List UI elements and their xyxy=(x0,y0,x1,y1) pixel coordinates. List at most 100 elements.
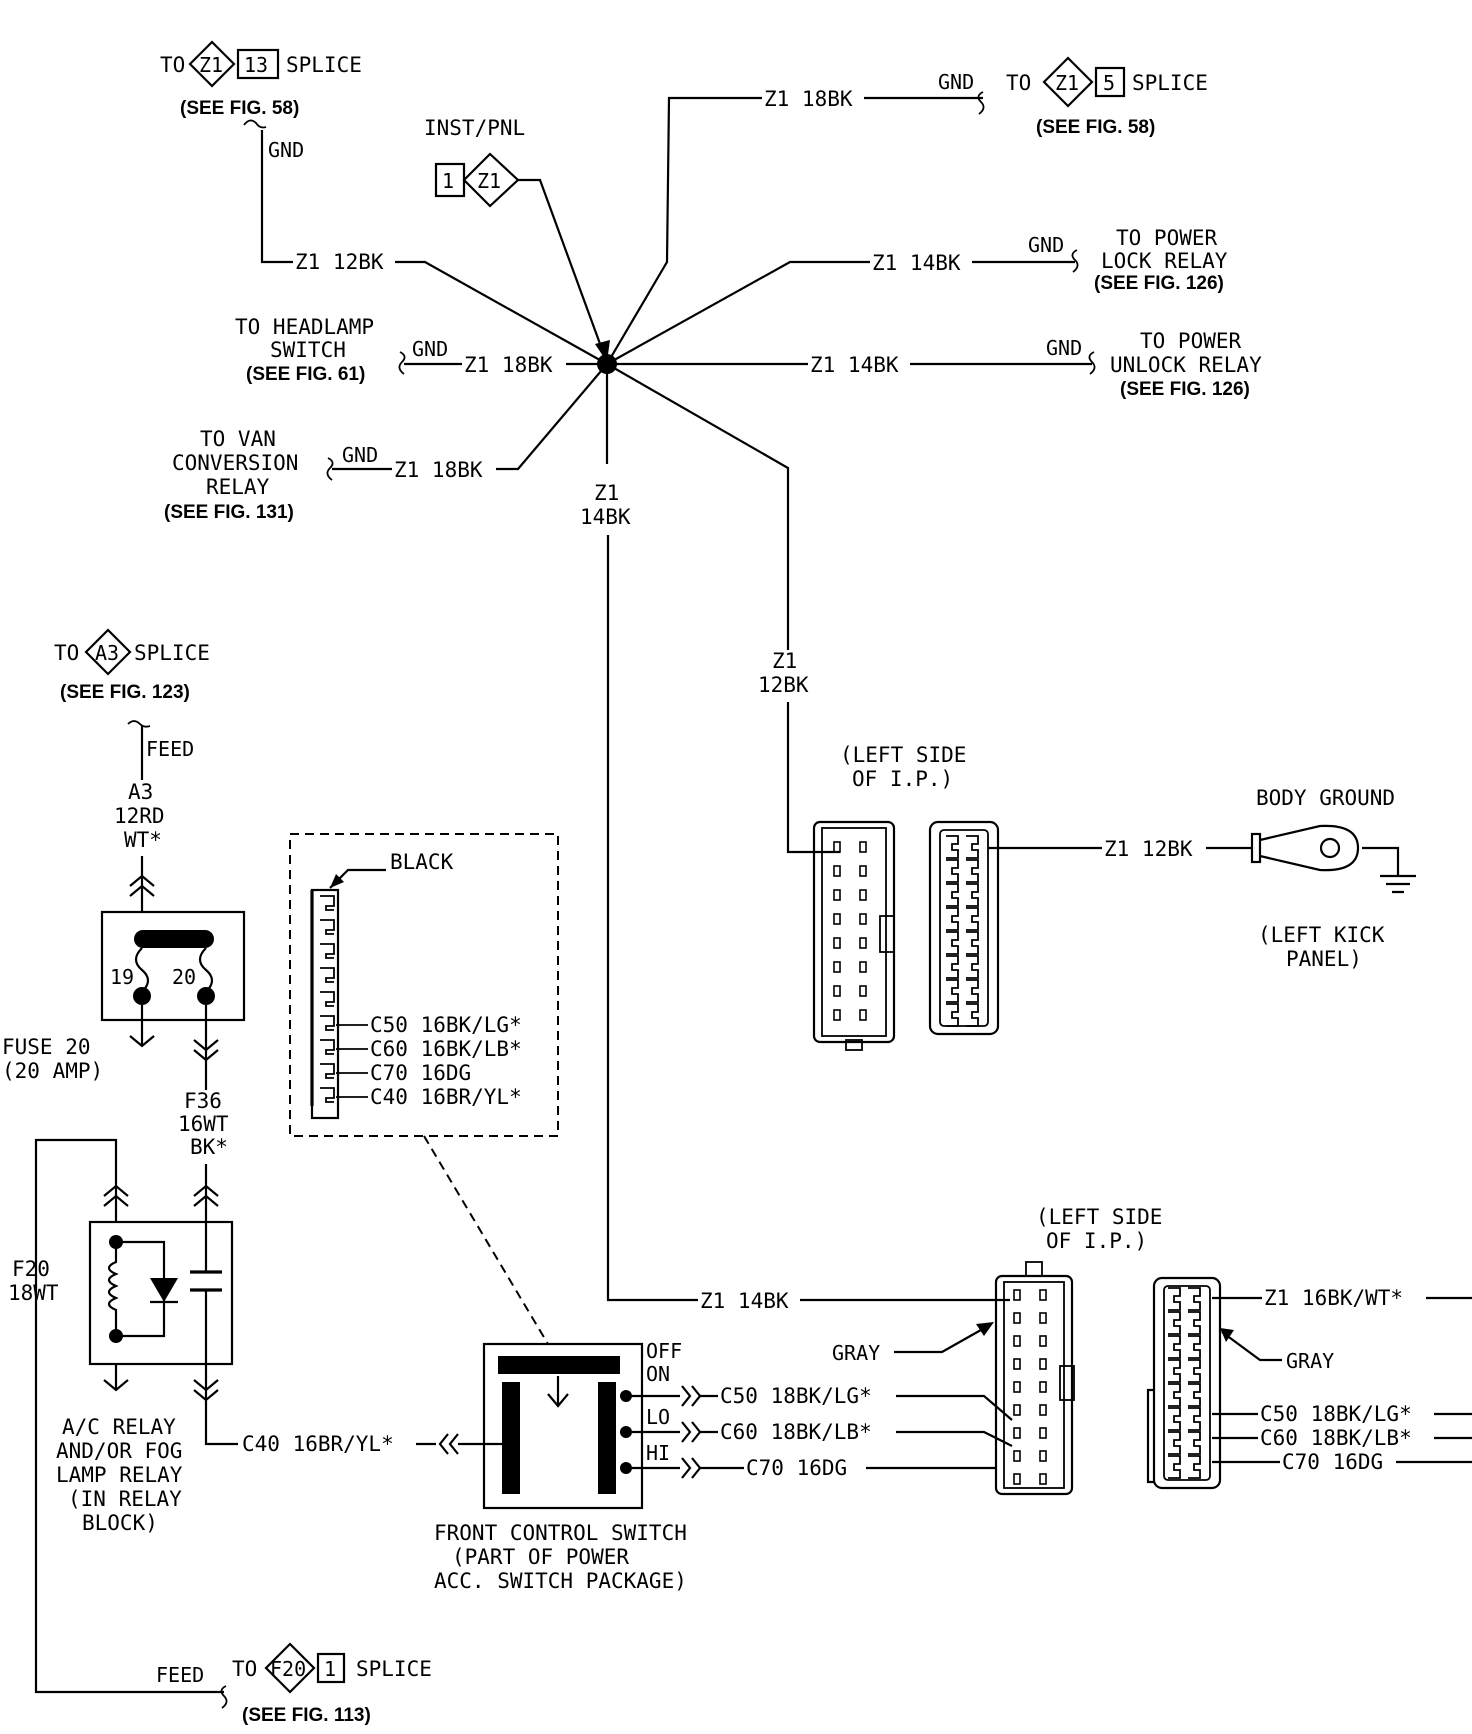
top-right-to: TO xyxy=(1006,71,1031,95)
body-ground-line2: PANEL) xyxy=(1286,947,1362,971)
connector-pin xyxy=(1039,1450,1047,1462)
top-right-splice-label: SPLICE xyxy=(1132,71,1208,95)
upper-connector-right-inner xyxy=(939,829,989,1027)
a3-to: TO xyxy=(54,641,79,665)
top-left-splice-wire-line xyxy=(260,130,293,264)
switch-right-bar-icon xyxy=(598,1382,616,1494)
switch-wiper-arrow-icon xyxy=(547,1376,569,1408)
upper-connector-right-pins xyxy=(946,835,979,1027)
switch-wire-c70: C70 16DG xyxy=(746,1456,847,1480)
inst-panel-circuit: Z1 xyxy=(477,169,501,193)
connector-pin xyxy=(859,985,867,997)
lower-z1-right-wire: Z1 16BK/WT* xyxy=(1264,1286,1403,1310)
connector-terminal xyxy=(1188,1455,1201,1479)
switch-wire-c60: C60 18BK/LB* xyxy=(720,1420,872,1444)
lower-connector-gray-left: GRAY xyxy=(832,1341,880,1365)
lower-connector-left-tab xyxy=(1025,1261,1043,1277)
a3-w2: 12RD xyxy=(114,804,165,828)
f36-line2: 16WT xyxy=(178,1112,229,1136)
connector-terminal xyxy=(1188,1383,1201,1407)
f20-splice-circuit: F20 xyxy=(270,1657,306,1681)
relay-out-chevron-icon xyxy=(103,1379,129,1392)
lower-connector-line1: (LEFT SIDE xyxy=(1036,1205,1162,1229)
power-unlock-wire: Z1 14BK xyxy=(810,353,899,377)
f20-splice-num-box xyxy=(316,1652,346,1684)
inset-pin-label: C70 16DG xyxy=(370,1061,471,1085)
switch-hi-contact-icon xyxy=(620,1462,632,1474)
inset-cell xyxy=(320,1087,335,1103)
power-lock-ref: (SEE FIG. 126) xyxy=(1094,273,1224,294)
top-right-wire-line xyxy=(606,96,762,365)
connector-terminal xyxy=(946,1003,959,1027)
body-ground-wire: Z1 12BK xyxy=(1104,837,1193,861)
power-unlock-line1: TO POWER xyxy=(1140,329,1242,353)
top-left-splice-gnd: GND xyxy=(268,138,304,162)
switch-on-label: ON xyxy=(646,1362,670,1386)
switch-line3: ACC. SWITCH PACKAGE) xyxy=(434,1569,687,1593)
right-down-wire-line2: 12BK xyxy=(758,673,809,697)
connector-pin xyxy=(833,841,841,853)
connector-pin xyxy=(833,1009,841,1021)
connector-inset: BLACK C50 16BK/LG*C60 16BK/LB*C70 16DGC4… xyxy=(289,833,559,1345)
inset-cell xyxy=(320,895,335,911)
inset-cell xyxy=(320,1063,335,1079)
switch-line2: (PART OF POWER xyxy=(452,1545,629,1569)
a3-w1: A3 xyxy=(128,780,153,804)
connector-terminal xyxy=(1168,1383,1181,1407)
body-ground-label: BODY GROUND xyxy=(1256,786,1395,810)
relay-capacitor-icon xyxy=(190,1270,222,1292)
upper-connector-left-pins xyxy=(833,841,867,1021)
inset-cell xyxy=(320,1015,335,1031)
connector-pin xyxy=(1013,1473,1021,1485)
switch-line1: FRONT CONTROL SWITCH xyxy=(434,1521,687,1545)
fuse-pin20: 20 xyxy=(172,965,196,989)
switch-c60-connector-icon xyxy=(632,1421,718,1443)
connector-terminal xyxy=(946,907,959,931)
van-line3: RELAY xyxy=(206,475,270,499)
c40-wire-label: C40 16BR/YL* xyxy=(242,1432,394,1456)
connector-terminal xyxy=(1168,1431,1181,1455)
upper-connector-left-tab xyxy=(845,1039,863,1051)
body-ground-line1: (LEFT KICK xyxy=(1258,923,1385,947)
connector-pin xyxy=(859,841,867,853)
fuse: 19 20 FUSE 20 (20 AMP) xyxy=(2,910,246,1090)
power-unlock-ref: (SEE FIG. 126) xyxy=(1120,379,1250,400)
switch-off-label: OFF xyxy=(646,1339,682,1363)
van-gnd: GND xyxy=(342,443,378,467)
inset-cell xyxy=(320,991,335,1007)
lower-right-c50: C50 18BK/LG* xyxy=(1260,1402,1412,1426)
upper-connector-left-inner xyxy=(821,827,887,1037)
lower-right-c70: C70 16DG xyxy=(1282,1450,1383,1474)
fuse-19-terminal-icon xyxy=(133,987,151,1005)
f36-chevron-icon xyxy=(193,1184,219,1207)
connector-terminal xyxy=(966,955,979,979)
fuse-bus-bar-icon xyxy=(134,930,214,948)
top-right-wire: Z1 18BK xyxy=(764,87,853,111)
connector-terminal xyxy=(1188,1335,1201,1359)
top-left-splice-to-center-line xyxy=(395,260,608,365)
right-down-wire-line1: Z1 xyxy=(772,649,797,673)
top-right-num: 5 xyxy=(1103,71,1115,95)
headlamp-gnd: GND xyxy=(412,337,448,361)
f20-splice-ref: (SEE FIG. 113) xyxy=(242,1705,371,1726)
van-line1: TO VAN xyxy=(200,427,276,451)
top-right-diamond-shape xyxy=(1042,56,1094,108)
top-left-splice-diamond-shape xyxy=(188,40,236,88)
lower-gray-right-arrow-icon xyxy=(1220,1328,1234,1342)
a3-ref: (SEE FIG. 123) xyxy=(60,682,190,703)
connector-pin xyxy=(833,985,841,997)
connector-pin xyxy=(1039,1427,1047,1439)
a3-feed: FEED xyxy=(146,737,194,761)
relay-line2: AND/OR FOG xyxy=(56,1439,182,1463)
inset-cell xyxy=(320,919,335,935)
relay-line5: BLOCK) xyxy=(82,1511,158,1535)
f20-splice-diamond-shape xyxy=(264,1642,316,1694)
connector-pin xyxy=(833,913,841,925)
power-lock: Z1 14BK GND TO POWER LOCK RELAY (SEE FIG… xyxy=(606,226,1228,365)
inset-cell xyxy=(320,1039,335,1055)
connector-pin xyxy=(859,961,867,973)
connector-pin xyxy=(1039,1404,1047,1416)
switch-box xyxy=(482,1342,644,1510)
switch-hi-label: HI xyxy=(646,1441,670,1465)
fuse-block-box xyxy=(100,910,246,1022)
